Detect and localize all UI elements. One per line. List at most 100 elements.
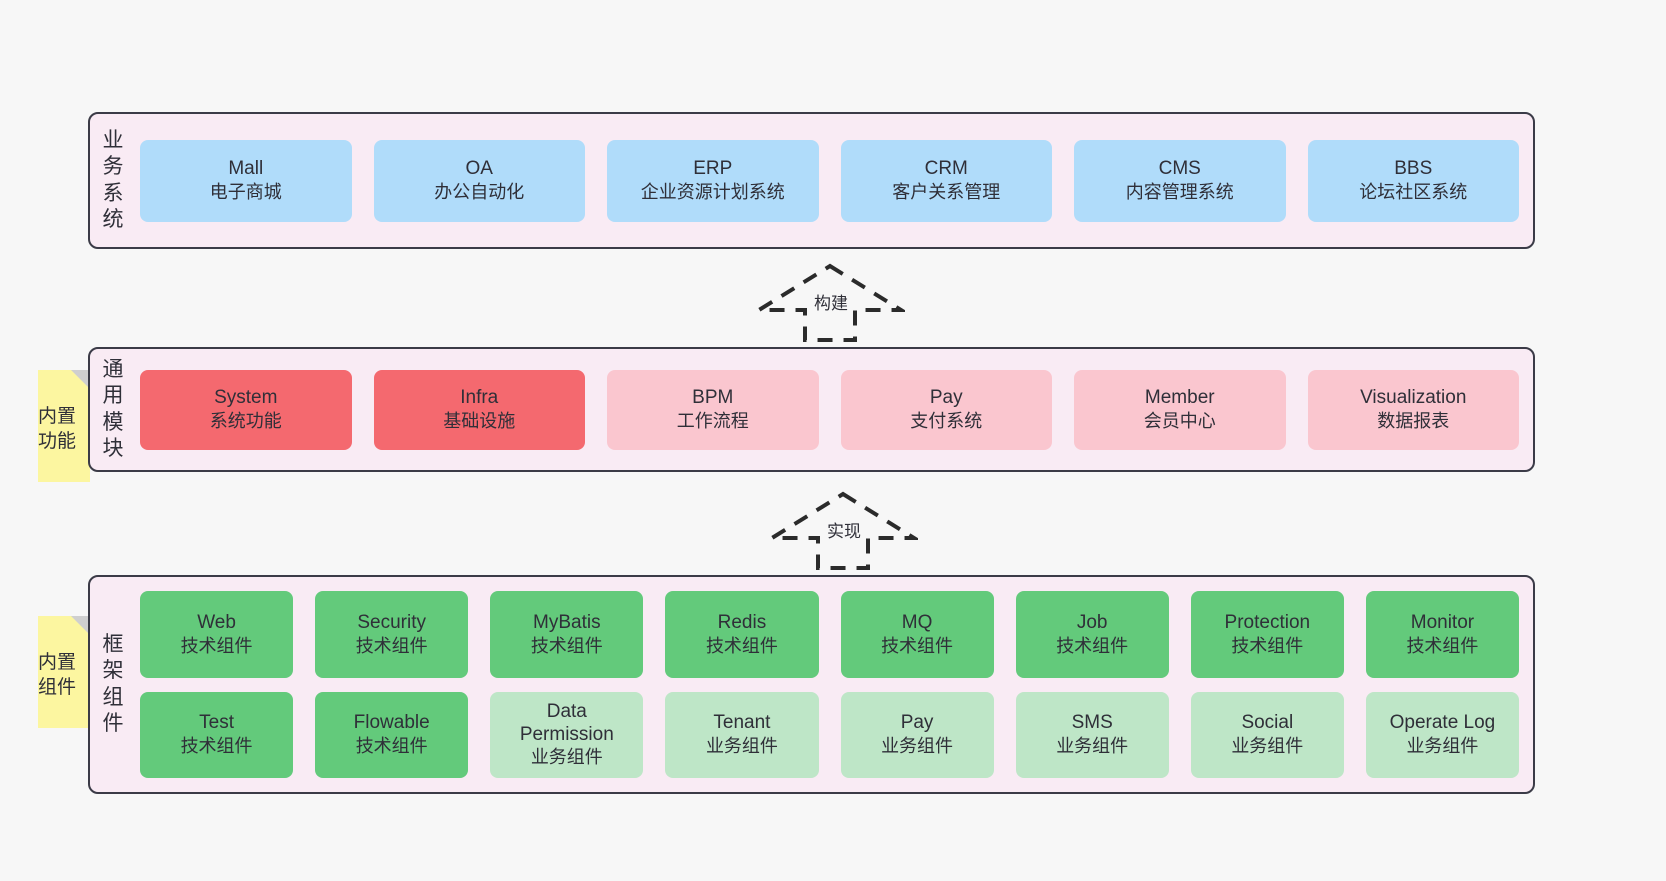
card-subtitle: 业务组件 (1406, 736, 1479, 757)
card-title: Flowable (353, 712, 430, 734)
connector-implement: 实现 (764, 490, 922, 572)
card-title: Pay (900, 712, 934, 734)
card-subtitle: 业务组件 (1231, 736, 1304, 757)
card-title: BPM (692, 387, 734, 409)
card-subtitle: 技术组件 (355, 635, 428, 656)
sticky-fold-icon (71, 616, 90, 635)
card-subtitle: 技术组件 (881, 635, 954, 656)
card-subtitle: 技术组件 (705, 635, 778, 656)
card-title: System (214, 387, 278, 409)
card-subtitle: 技术组件 (355, 736, 428, 757)
card-subtitle: 技术组件 (530, 635, 603, 656)
connector-build: 构建 (751, 262, 909, 344)
card-title: CMS (1158, 158, 1201, 180)
card-title: OA (465, 158, 493, 180)
card-title: ERP (693, 158, 733, 180)
card-subtitle: 电子商城 (209, 182, 282, 203)
card-title: Permission (519, 723, 614, 745)
card-title: Mall (228, 158, 264, 180)
layer-business-label: 业务系统 (102, 129, 124, 231)
card-title: Protection (1224, 611, 1311, 633)
card-subtitle: 系统功能 (209, 411, 282, 432)
card-subtitle: 技术组件 (180, 736, 253, 757)
card-title: Data (546, 700, 587, 722)
sticky-note-builtin-features-label: 内置功能 (38, 406, 77, 452)
card-title: Security (357, 611, 426, 633)
card-subtitle: 论坛社区系统 (1359, 182, 1468, 203)
card-title: CRM (924, 158, 968, 180)
dashed-hollow-arrow-up-icon (764, 491, 922, 570)
card-subtitle: 基础设施 (443, 411, 516, 432)
card-subtitle: 技术组件 (180, 635, 253, 656)
card-title: MyBatis (533, 611, 601, 633)
card-subtitle: 数据报表 (1377, 411, 1450, 432)
card-subtitle: 业务组件 (530, 747, 603, 768)
sticky-note-builtin-features: 内置功能 (38, 370, 90, 482)
card-title: BBS (1394, 158, 1433, 180)
card-title: Web (197, 611, 236, 633)
card-subtitle: 支付系统 (910, 411, 983, 432)
layer-framework-label: 框架组件 (102, 633, 124, 735)
connector-implement-label: 实现 (826, 517, 862, 542)
layer-common-label: 通用模块 (102, 358, 124, 460)
sticky-note-builtin-components-label: 内置组件 (38, 652, 77, 698)
card-title: Test (199, 712, 234, 734)
card-title: Social (1241, 712, 1294, 734)
card-subtitle: 技术组件 (1406, 635, 1479, 656)
card-title: Visualization (1360, 387, 1467, 409)
card-subtitle: 客户关系管理 (892, 182, 1001, 203)
sticky-note-builtin-components: 内置组件 (38, 616, 90, 728)
card-subtitle: 技术组件 (1056, 635, 1129, 656)
card-title: SMS (1071, 712, 1113, 734)
card-subtitle: 内容管理系统 (1125, 182, 1234, 203)
card-title: MQ (901, 611, 933, 633)
card-title: Infra (460, 387, 499, 409)
card-subtitle: 业务组件 (881, 736, 954, 757)
card-subtitle: 工作流程 (676, 411, 749, 432)
dashed-hollow-arrow-up-icon (751, 263, 909, 342)
card-subtitle: 会员中心 (1143, 411, 1216, 432)
card-title: Pay (929, 387, 963, 409)
card-subtitle: 办公自动化 (434, 182, 525, 203)
card-title: Monitor (1410, 611, 1475, 633)
card-title: Job (1076, 611, 1108, 633)
card-subtitle: 业务组件 (705, 736, 778, 757)
card-title: Operate Log (1389, 712, 1496, 734)
